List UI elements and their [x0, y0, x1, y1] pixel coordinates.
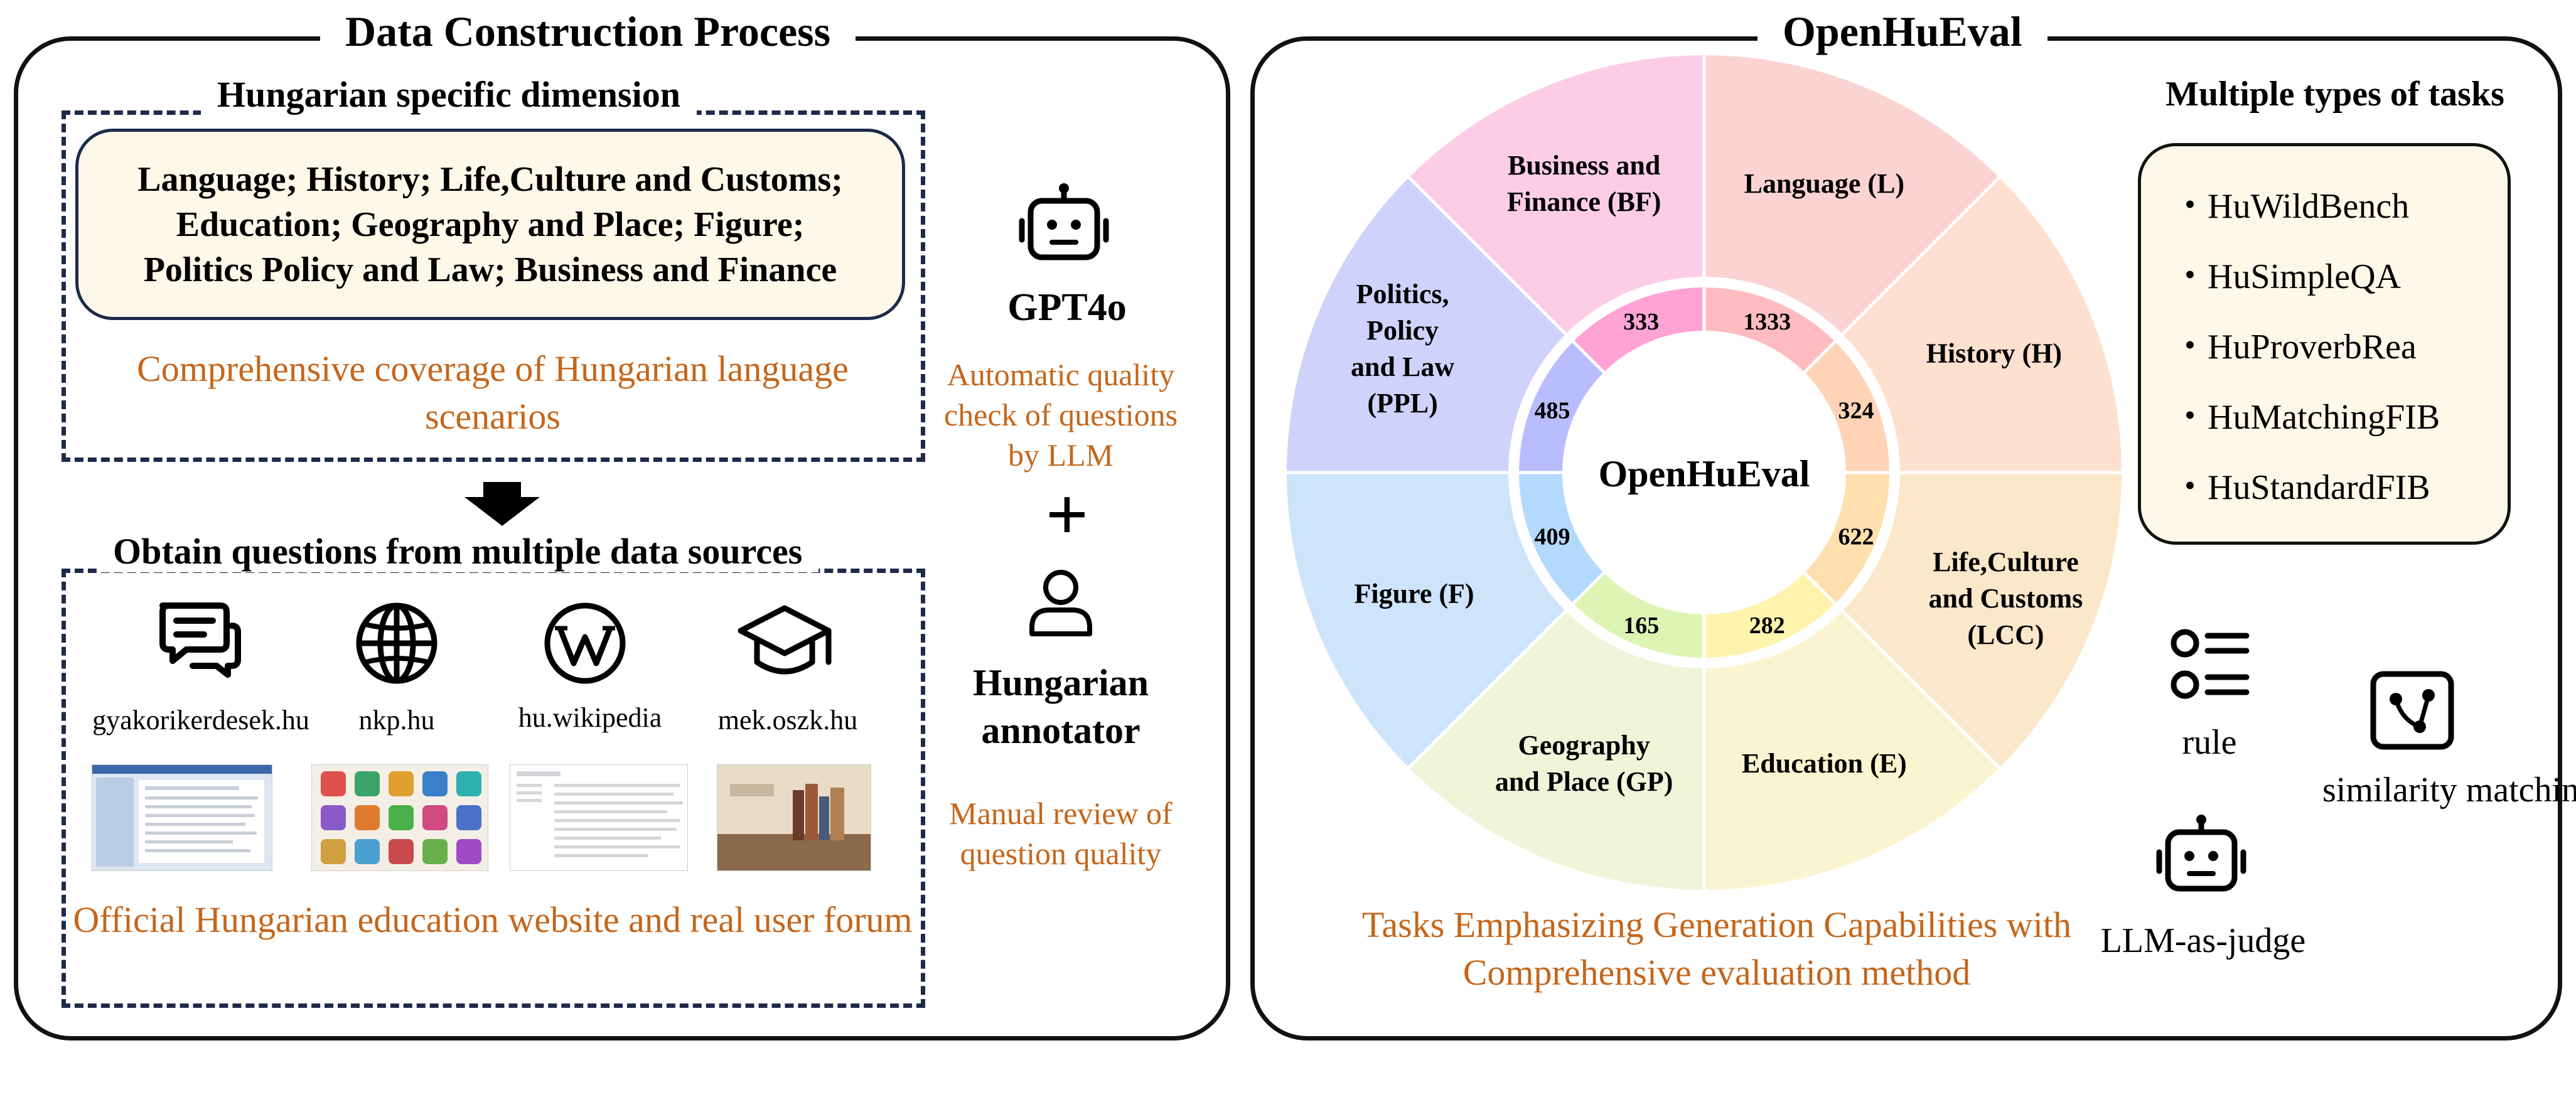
left-panel-title: Data Construction Process [320, 6, 856, 56]
donut-inner-segment [1519, 473, 1604, 604]
source-label: nkp.hu [358, 705, 435, 736]
donut-outer-segment [1704, 55, 2000, 334]
tasks-list-box: ・HuWildBench ・HuSimpleQA ・HuProverbRea ・… [2138, 143, 2511, 545]
segment-count: 282 [1749, 613, 1785, 639]
donut-outer-segment [1842, 473, 2122, 768]
wikipedia-screenshot-thumbnail [510, 764, 688, 871]
donut-separator [1408, 572, 1605, 769]
segment-count: 324 [1838, 398, 1874, 424]
segment-count: 165 [1623, 613, 1659, 639]
source-label: hu.wikipedia [518, 702, 662, 733]
segment-label: Education (E) [1742, 748, 1907, 779]
method-label: similarity matching [2322, 771, 2576, 810]
donut-separator [1408, 176, 1605, 373]
donut-outer-segment [1409, 611, 1704, 890]
dimension-caption: Comprehensive coverage of Hungarian lang… [137, 348, 849, 437]
globe-icon [356, 602, 437, 684]
dimension-title: Hungarian specific dimension [201, 74, 697, 115]
donut-outer-segment [1704, 611, 2000, 890]
source-label: gyakorikerdesek.hu [92, 705, 309, 736]
dimension-line: Politics Policy and Law; Business and Fi… [143, 250, 837, 289]
segment-count: 333 [1623, 309, 1659, 335]
down-arrow-icon [464, 482, 540, 526]
education-site-thumbnail [311, 764, 488, 871]
donut-inner-segment [1573, 287, 1704, 373]
donut-inner-segment [1704, 287, 1835, 373]
method-label: rule [2182, 723, 2237, 762]
task-item: ・HuStandardFIB [2172, 468, 2430, 507]
segment-count: 1333 [1743, 309, 1791, 335]
task-item: ・HuMatchingFIB [2172, 398, 2440, 437]
donut-separator [1803, 572, 2000, 769]
library-thumbnail [717, 764, 871, 871]
tasks-title: Multiple types of tasks [2165, 75, 2504, 114]
wikipedia-icon [544, 602, 626, 684]
donut-separator [1803, 176, 2000, 373]
donut-inner-segment [1573, 572, 1704, 658]
sources-caption: Official Hungarian education website and… [73, 899, 913, 940]
person-icon [1029, 570, 1092, 636]
method-label: LLM-as-judge [2100, 921, 2306, 960]
robot-icon [2156, 815, 2246, 892]
plus-sign: + [1045, 473, 1089, 556]
task-item: ・HuWildBench [2172, 187, 2410, 226]
segment-label: Figure (F) [1355, 578, 1474, 609]
donut-inner-segment [1519, 341, 1604, 473]
donut-inner-segment [1804, 341, 1889, 473]
forum-screenshot-thumbnail [92, 764, 272, 871]
dimension-line: Language; History; Life,Culture and Cust… [137, 159, 843, 199]
right-panel-title: OpenHuEval [1758, 6, 2047, 56]
openhueval-caption: Tasks Emphasizing Generation Capabilitie… [1362, 904, 2071, 993]
task-item: ・HuSimpleQA [2172, 257, 2401, 296]
annotator-label: Hungarian annotator [972, 662, 1149, 751]
connection-icon [2370, 671, 2454, 750]
dimension-list-box: Language; History; Life,Culture and Cust… [75, 129, 905, 320]
annotator-caption: Manual review of question quality [949, 796, 1173, 871]
gpt4o-caption: Automatic quality check of questions by … [943, 357, 1178, 473]
segment-count: 409 [1534, 523, 1570, 550]
segment-label: History (H) [1926, 338, 2062, 369]
segment-label: Language (L) [1744, 168, 1904, 199]
source-label: mek.oszk.hu [717, 705, 858, 736]
donut-center-label: OpenHuEval [1599, 453, 1810, 495]
donut-outer-segment [1287, 177, 1566, 473]
task-item: ・HuProverbRea [2172, 328, 2417, 366]
list-icon [2171, 629, 2250, 699]
donut-outer-segment [1287, 473, 1566, 768]
donut-inner-segment [1704, 572, 1835, 658]
segment-count: 622 [1838, 523, 1874, 550]
segment-count: 485 [1534, 398, 1570, 424]
chat-icon [159, 602, 241, 678]
donut-inner-segment [1804, 473, 1889, 604]
data-sources-title: Obtain questions from multiple data sour… [97, 531, 819, 572]
gpt4o-label: GPT4o [1007, 286, 1127, 329]
robot-icon [1019, 183, 1109, 260]
donut-outer-segment [1409, 55, 1704, 334]
donut-outer-segment [1842, 177, 2122, 473]
dimension-line: Education; Geography and Place; Figure; [176, 205, 805, 244]
graduation-cap-icon [738, 605, 832, 675]
